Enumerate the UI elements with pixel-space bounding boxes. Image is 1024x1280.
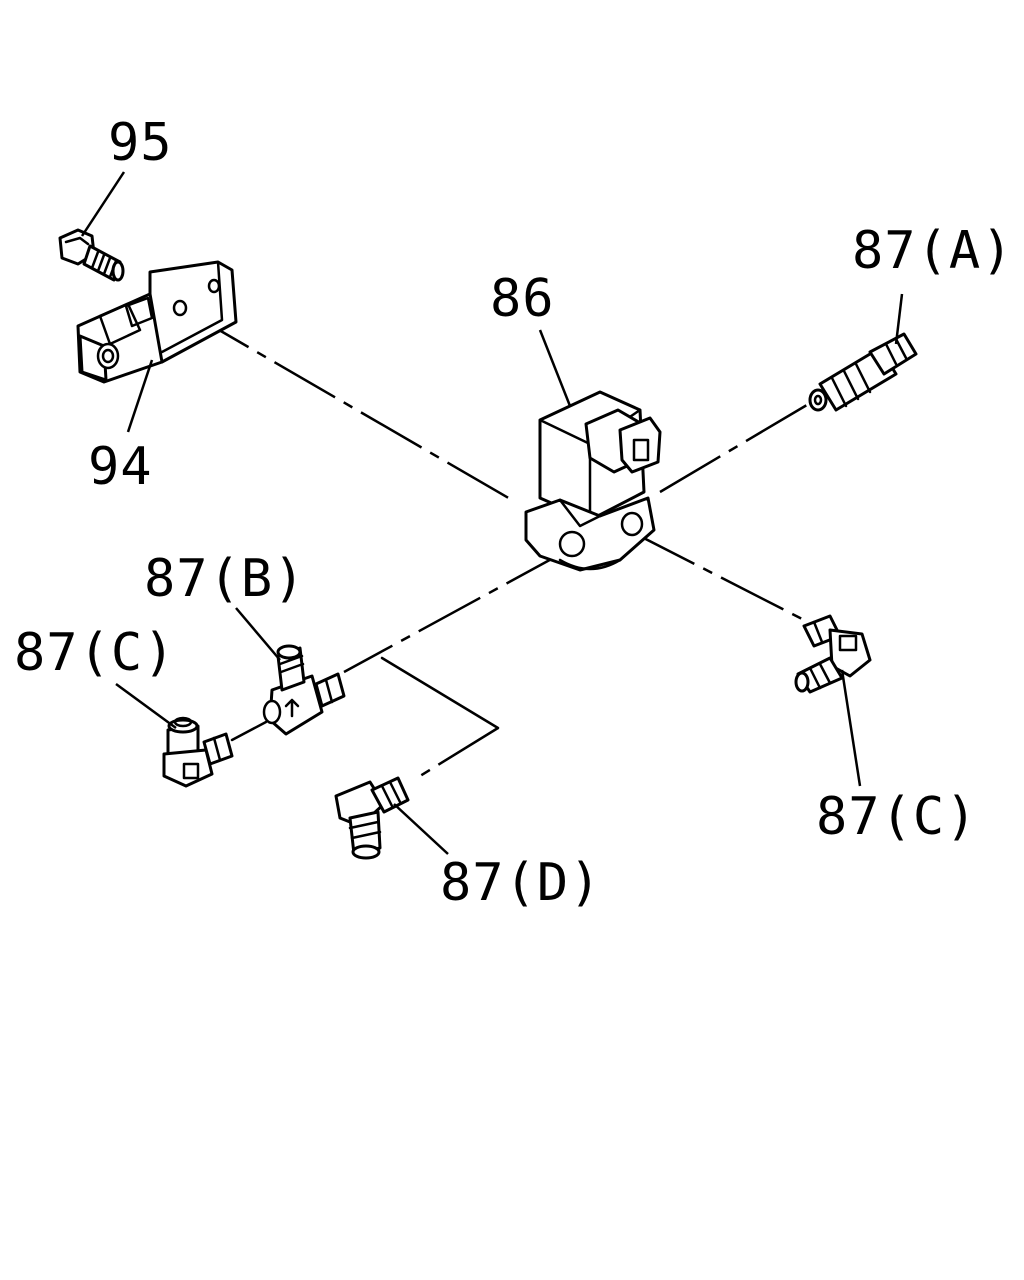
centerline-branch-87d: [419, 726, 499, 778]
centerline-valve-to-87c-right: [631, 530, 809, 624]
part-87a-fitting: [808, 332, 918, 412]
leader-95: [80, 171, 126, 237]
centerline-valve-to-87a: [659, 400, 813, 494]
centerline-valve-to-87b: [343, 548, 569, 674]
part-87d-fitting: [334, 776, 410, 860]
leader-87c-left: [115, 682, 177, 730]
leader-86: [538, 329, 572, 407]
callout-labels: 95 94 86 87(A) 87(B) 87(C) 87(C) 87(D): [14, 113, 1014, 913]
leader-87d: [393, 803, 449, 855]
callout-86: 86: [490, 269, 555, 329]
callout-87c-left: 87(C): [14, 623, 176, 683]
callout-87a: 87(A): [852, 221, 1014, 281]
centerline-branch-87b-to-87d: [380, 656, 500, 730]
callout-95: 95: [108, 113, 173, 173]
part-94-bracket: [76, 260, 238, 384]
part-86-solenoid-valve: [524, 390, 662, 572]
callout-87b: 87(B): [144, 549, 306, 609]
callout-87d: 87(D): [440, 853, 602, 913]
leader-87b: [235, 607, 281, 661]
callout-87c-right: 87(C): [816, 787, 978, 847]
part-87c-left-elbow: [162, 716, 234, 788]
part-87c-right-elbow: [794, 614, 872, 694]
leader-94: [126, 359, 154, 433]
callout-94: 94: [88, 437, 153, 497]
leader-87c-right: [840, 669, 862, 787]
assembly-centerlines: [187, 310, 813, 778]
centerline-bracket-to-valve: [187, 310, 513, 502]
part-87b-tee: [262, 644, 346, 736]
leader-lines: [80, 171, 904, 855]
centerline-87b-to-87c-left: [230, 720, 268, 742]
part-95-bolt: [58, 228, 125, 282]
leader-87a: [894, 293, 904, 345]
